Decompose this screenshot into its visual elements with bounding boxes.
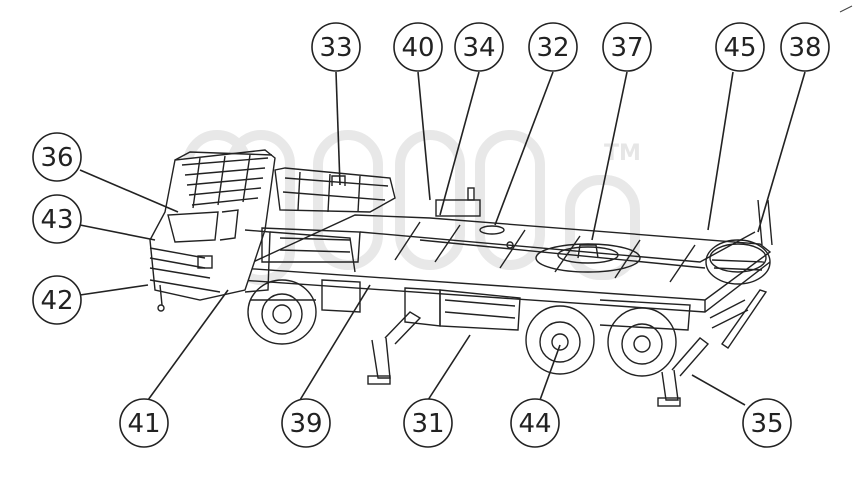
deck-equipment [261, 167, 481, 263]
callout-41: 41 [119, 398, 169, 448]
callout-circle [780, 22, 830, 72]
callout-circle [32, 194, 82, 244]
callout-31: 31 [403, 398, 453, 448]
callout-label: 40 [401, 33, 434, 63]
chassis-frame [239, 214, 772, 313]
callout-group: 33 40 34 32 37 45 38 36 43 42 41 39 31 44 35 [32, 22, 830, 448]
spare-tire [705, 199, 773, 285]
under-chassis-boxes [321, 279, 691, 331]
callout-circle [528, 22, 578, 72]
callout-43: 43 [32, 194, 82, 244]
callout-circle [403, 398, 453, 448]
leader-41 [147, 289, 229, 401]
callout-label: 34 [462, 33, 495, 63]
callout-circle [119, 398, 169, 448]
leader-33 [335, 71, 341, 186]
callout-circle [510, 398, 560, 448]
callout-circle [602, 22, 652, 72]
callout-36: 36 [32, 132, 82, 182]
leader-37 [591, 71, 628, 241]
callout-label: 44 [518, 409, 551, 439]
leader-34 [439, 71, 480, 216]
leader-38 [757, 71, 806, 233]
callout-circle [311, 22, 361, 72]
callout-label: 36 [40, 143, 73, 173]
callout-label: 31 [411, 409, 444, 439]
leader-43 [79, 224, 156, 241]
leader-39 [299, 284, 371, 401]
callout-label: 32 [536, 33, 569, 63]
leader-45 [707, 71, 734, 231]
leader-35 [691, 374, 746, 406]
leader-40 [417, 71, 431, 201]
turntable [479, 225, 641, 273]
leader-32 [494, 71, 554, 226]
outriggers [367, 289, 768, 407]
leader-42 [79, 284, 149, 296]
cab [149, 149, 356, 312]
callout-circle [715, 22, 765, 72]
callout-39: 39 [281, 398, 331, 448]
callout-circle [742, 398, 792, 448]
truck-illustration [149, 149, 773, 407]
callout-34: 34 [454, 22, 504, 72]
callout-label: 42 [40, 286, 73, 316]
leader-44 [539, 344, 561, 401]
callout-45: 45 [715, 22, 765, 72]
callout-37: 37 [602, 22, 652, 72]
callout-35: 35 [742, 398, 792, 448]
callout-circle [32, 275, 82, 325]
callout-circle [281, 398, 331, 448]
callout-label: 43 [40, 205, 73, 235]
callout-32: 32 [528, 22, 578, 72]
front-wheel [247, 279, 317, 345]
rear-wheels [525, 305, 677, 377]
callout-circle [454, 22, 504, 72]
callout-circle [32, 132, 82, 182]
callout-label: 45 [723, 33, 756, 63]
callout-33: 33 [311, 22, 361, 72]
callout-label: 41 [127, 409, 160, 439]
leader-lines [79, 71, 806, 406]
callout-label: 37 [610, 33, 643, 63]
callout-42: 42 [32, 275, 82, 325]
callout-label: 33 [319, 33, 352, 63]
leader-36 [79, 169, 179, 213]
leader-31 [427, 334, 471, 401]
callout-40: 40 [393, 22, 443, 72]
callout-44: 44 [510, 398, 560, 448]
corner-mark [839, 5, 853, 13]
callout-circle [393, 22, 443, 72]
callout-label: 38 [788, 33, 821, 63]
callout-label: 35 [750, 409, 783, 439]
callout-38: 38 [780, 22, 830, 72]
callout-label: 39 [289, 409, 322, 439]
